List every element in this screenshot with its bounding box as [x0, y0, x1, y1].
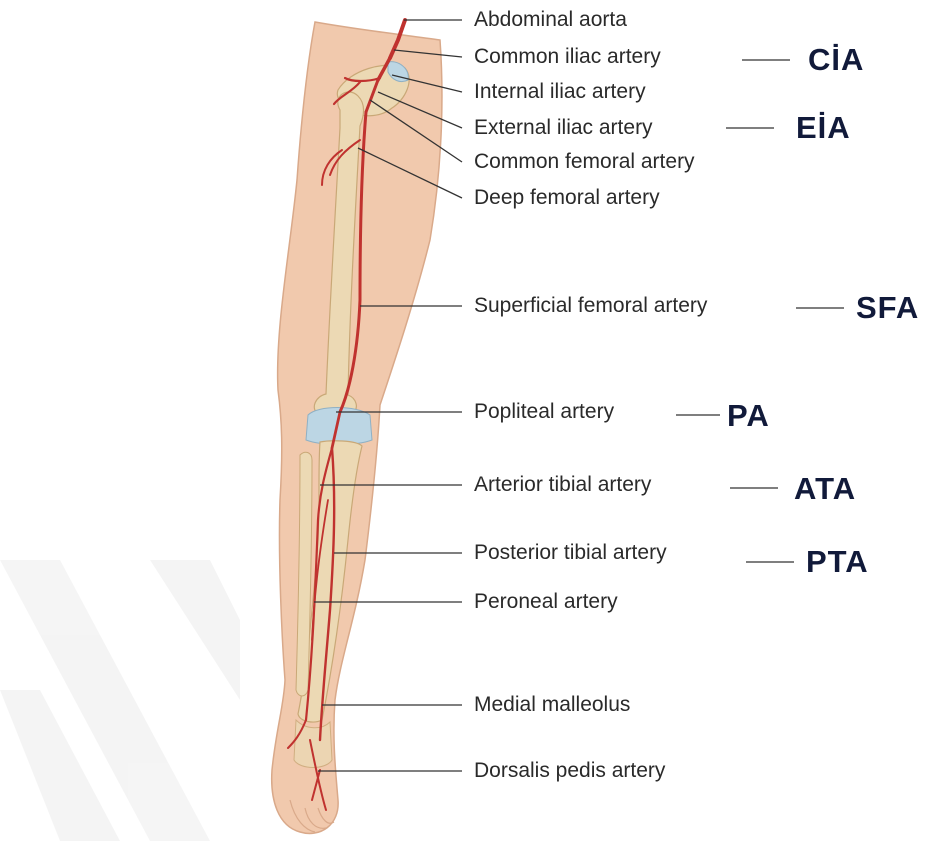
label-common-femoral-artery: Common femoral artery	[474, 151, 695, 172]
label-deep-femoral-artery: Deep femoral artery	[474, 187, 660, 208]
label-internal-iliac-artery: Internal iliac artery	[474, 81, 646, 102]
label-superficial-femoral-artery: Superficial femoral artery	[474, 295, 707, 316]
label-abdominal-aorta: Abdominal aorta	[474, 9, 627, 30]
label-external-iliac-artery: External iliac artery	[474, 117, 653, 138]
abbr-ata: ATA	[794, 473, 856, 504]
abbr-eia: EİA	[796, 112, 851, 143]
abbr-cia: CİA	[808, 44, 864, 75]
abbr-sfa: SFA	[856, 292, 919, 323]
label-common-iliac-artery: Common iliac artery	[474, 46, 661, 67]
label-anterior-tibial-artery: Arterior tibial artery	[474, 474, 651, 495]
abbr-pa: PA	[727, 400, 770, 431]
abbr-pta: PTA	[806, 546, 869, 577]
label-dorsalis-pedis-artery: Dorsalis pedis artery	[474, 760, 665, 781]
label-medial-malleolus: Medial malleolus	[474, 694, 630, 715]
label-popliteal-artery: Popliteal artery	[474, 401, 614, 422]
label-posterior-tibial-artery: Posterior tibial artery	[474, 542, 667, 563]
watermark-stripes	[0, 560, 240, 841]
label-peroneal-artery: Peroneal artery	[474, 591, 618, 612]
